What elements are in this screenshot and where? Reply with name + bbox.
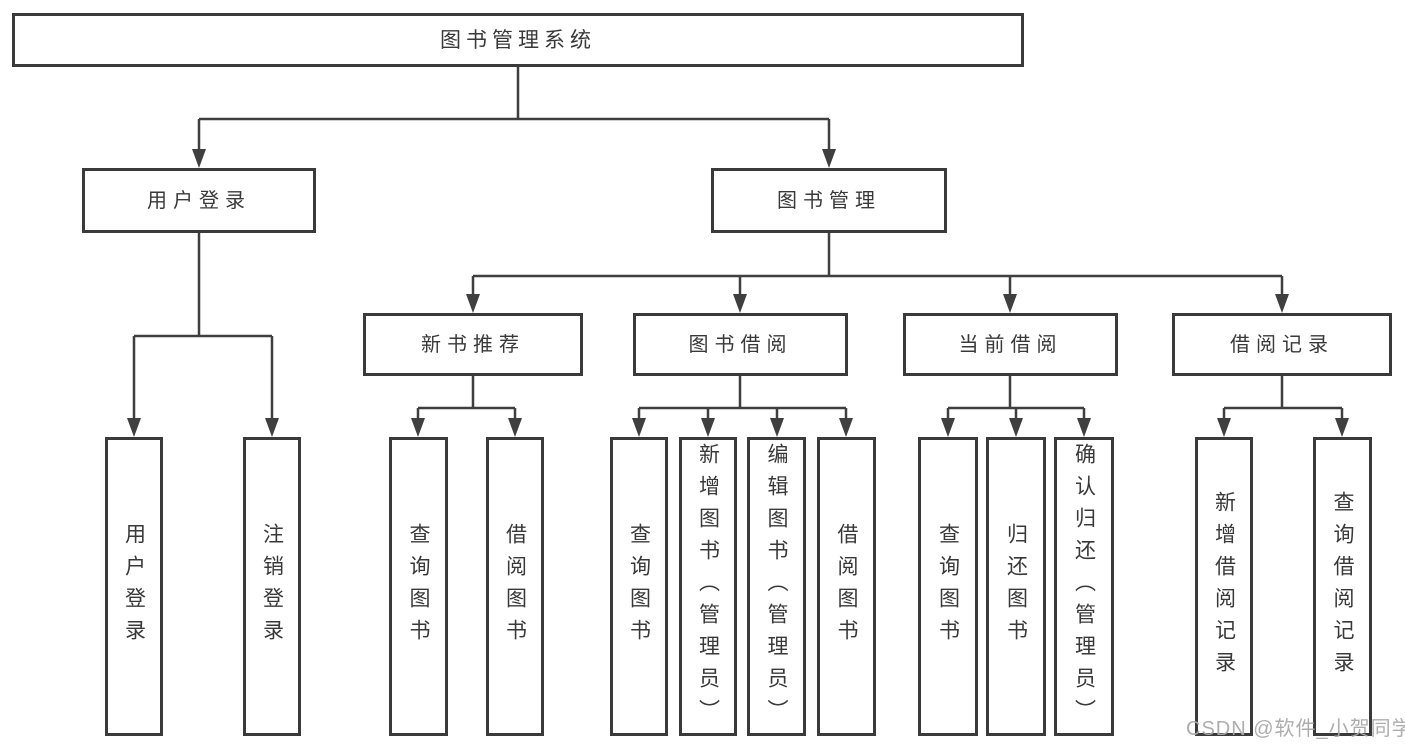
node-book-borrowing: 图书借阅 [633, 313, 848, 376]
node-book-management-branch: 图书管理 [711, 168, 947, 233]
connector-borrow-record-to-leaves [1222, 376, 1344, 421]
connector-user-login-to-leaves [132, 233, 274, 421]
node-user-login-branch: 用户登录 [82, 168, 316, 233]
node-new-book-recommend: 新书推荐 [363, 313, 583, 376]
node-library-management-system: 图书管理系统 [12, 13, 1024, 67]
node-current-borrowing: 当前借阅 [903, 313, 1118, 376]
arrowheads [127, 149, 1349, 437]
leaf-user-login: 用户登录 [105, 437, 163, 736]
leaf-query-borrow-record: 查询借阅记录 [1313, 437, 1372, 736]
connector-current-borrow-to-leaves [946, 376, 1086, 421]
leaf-add-borrow-record: 新增借阅记录 [1195, 437, 1253, 736]
leaf-logout: 注销登录 [243, 437, 301, 736]
leaf-borrow-books: 借阅图书 [817, 437, 876, 736]
node-borrowing-records: 借阅记录 [1172, 313, 1392, 376]
leaf-borrow-books-recommend: 借阅图书 [486, 437, 544, 736]
leaf-add-book-admin: 新增图书（管理员） [679, 437, 737, 736]
connector-book-mgmt-to-level3 [471, 233, 1284, 297]
connector-new-book-to-leaves [416, 376, 517, 421]
connector-book-borrow-to-leaves [637, 376, 848, 421]
connector-root-to-level2 [197, 67, 831, 152]
leaf-return-books: 归还图书 [986, 437, 1046, 736]
leaf-query-books-current: 查询图书 [918, 437, 978, 736]
leaf-edit-book-admin: 编辑图书（管理员） [747, 437, 806, 736]
leaf-query-books-recommend: 查询图书 [389, 437, 448, 736]
leaf-confirm-return-admin: 确认归还（管理员） [1054, 437, 1114, 736]
csdn-watermark: CSDN @软件_小贺同学 [1186, 718, 1405, 740]
leaf-query-books-borrowing: 查询图书 [610, 437, 668, 736]
